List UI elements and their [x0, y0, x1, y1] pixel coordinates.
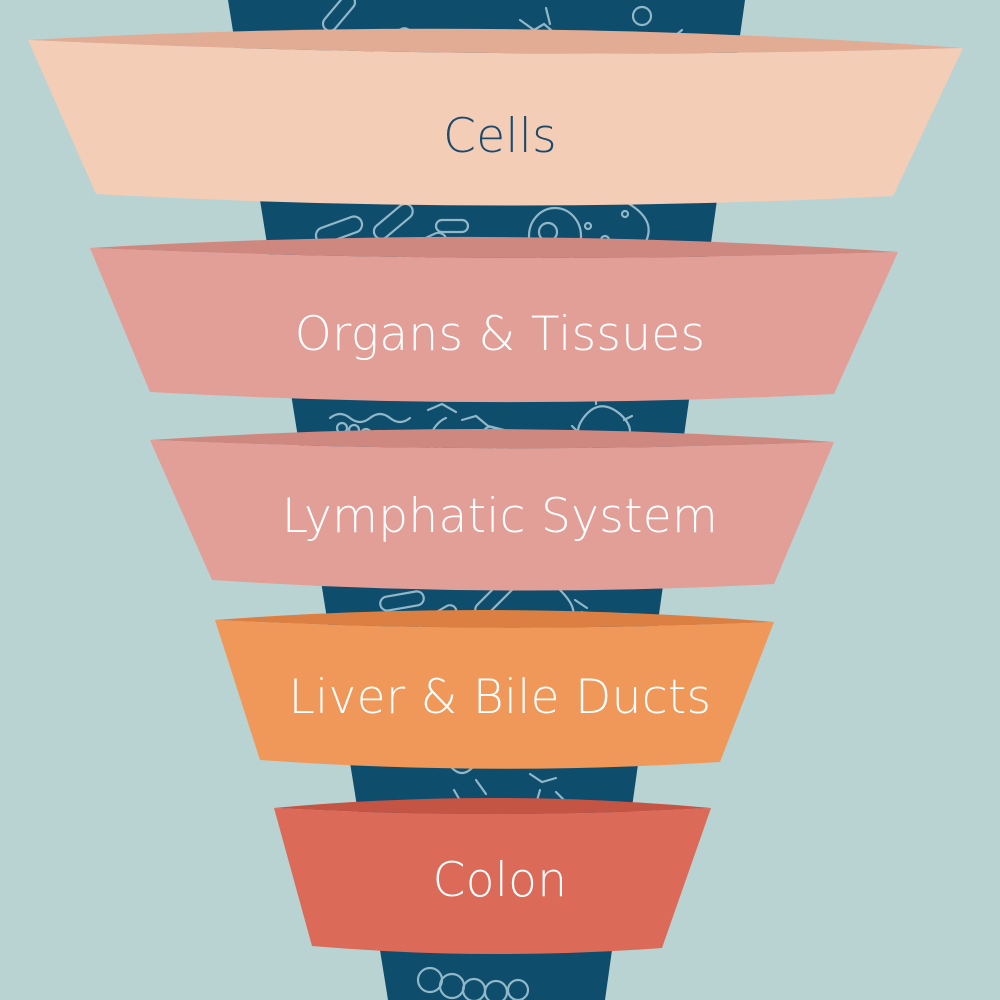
band-label: Cells — [443, 108, 557, 164]
band-back-rim — [274, 798, 711, 814]
band-back-rim — [215, 609, 774, 628]
band-label: Lymphatic System — [281, 488, 719, 544]
band-front — [215, 620, 774, 769]
band-front — [28, 40, 963, 206]
band-label: Liver & Bile Ducts — [288, 669, 712, 725]
band-front — [274, 808, 711, 955]
band-label: Colon — [432, 852, 568, 908]
band-front — [90, 248, 898, 403]
band-front — [150, 440, 834, 591]
band-back-rim — [150, 428, 834, 449]
band-back-rim — [28, 28, 963, 54]
band-label: Organs & Tissues — [294, 306, 706, 362]
band-back-rim — [90, 236, 898, 258]
